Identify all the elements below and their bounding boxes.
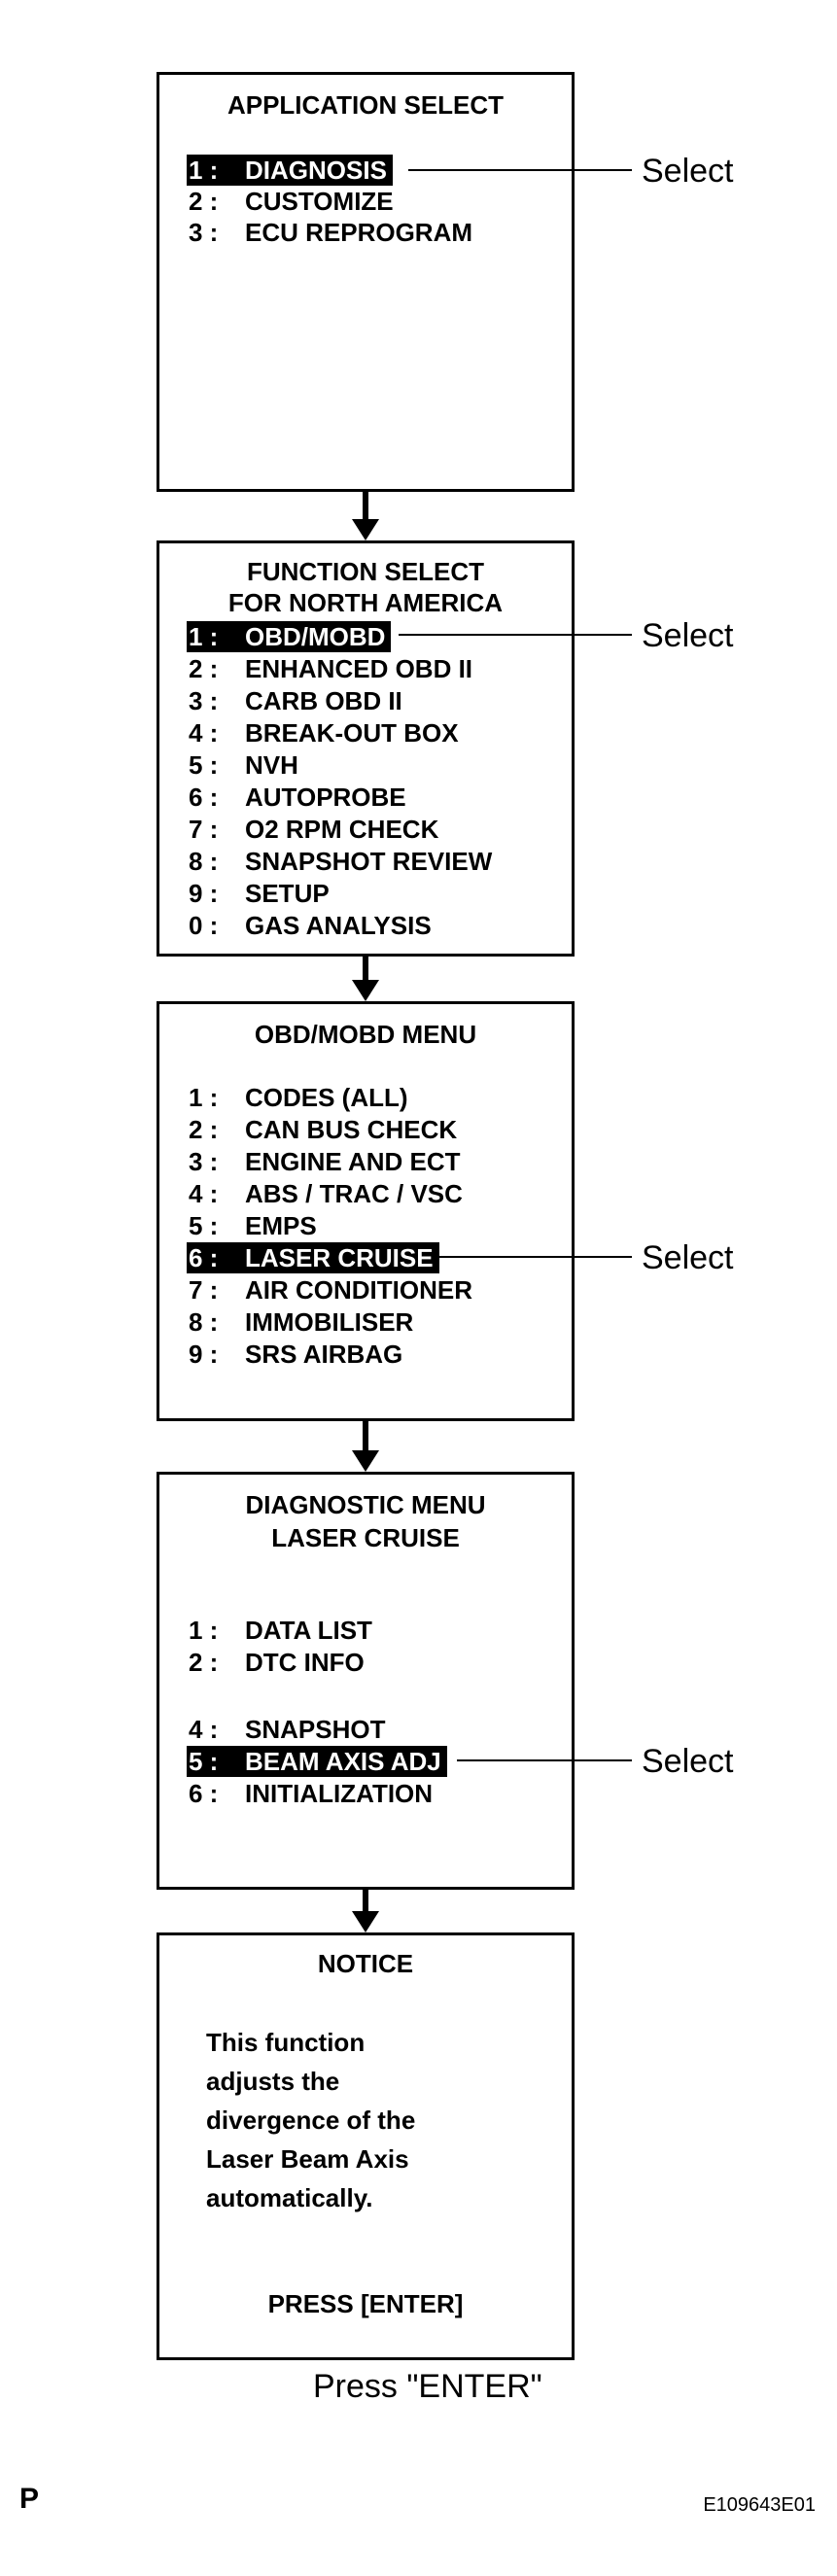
- menu-item-diagnosis[interactable]: 1 :DIAGNOSIS: [187, 155, 393, 186]
- diagnostic-menu-title: DIAGNOSTIC MENU: [245, 1490, 486, 1519]
- menu-item-carb-obd[interactable]: 3 :CARB OBD II: [189, 686, 402, 715]
- notice-screen: NOTICE This function adjusts the diverge…: [157, 1932, 575, 2360]
- obd-mobd-menu-title: OBD/MOBD MENU: [254, 1020, 477, 1049]
- notice-line: automatically.: [206, 2183, 373, 2212]
- application-select-title: APPLICATION SELECT: [227, 90, 505, 120]
- figure-code: E109643E01: [703, 2494, 816, 2516]
- menu-item-initialization[interactable]: 6 :INITIALIZATION: [189, 1779, 434, 1808]
- menu-item-codes-all[interactable]: 1 :CODES (ALL): [189, 1083, 408, 1112]
- menu-item-break-out-box[interactable]: 4 :BREAK-OUT BOX: [189, 718, 459, 748]
- menu-item-emps[interactable]: 5 :EMPS: [189, 1211, 317, 1240]
- p-mark: P: [19, 2483, 40, 2515]
- down-arrow-icon: [352, 1421, 379, 1472]
- menu-item-beam-axis-adj[interactable]: 5 :BEAM AXIS ADJ: [187, 1746, 447, 1777]
- function-select-screen: FUNCTION SELECT FOR NORTH AMERICA 1 :OBD…: [157, 540, 575, 957]
- menu-item-o2-rpm-check[interactable]: 7 :O2 RPM CHECK: [189, 815, 439, 844]
- select-leader-line: [437, 1256, 632, 1258]
- obd-mobd-menu-screen: OBD/MOBD MENU 1 :CODES (ALL) 2 :CAN BUS …: [157, 1001, 575, 1421]
- menu-item-customize[interactable]: 2 :CUSTOMIZE: [189, 187, 394, 216]
- notice-line: Laser Beam Axis: [206, 2144, 409, 2174]
- notice-line: This function: [206, 2028, 366, 2057]
- down-arrow-icon: [352, 1890, 379, 1932]
- menu-item-setup[interactable]: 9 :SETUP: [189, 879, 330, 908]
- notice-line: divergence of the: [206, 2106, 416, 2135]
- menu-item-abs-trac-vsc[interactable]: 4 :ABS / TRAC / VSC: [189, 1179, 463, 1208]
- menu-item-dtc-info[interactable]: 2 :DTC INFO: [189, 1648, 365, 1677]
- notice-title: NOTICE: [317, 1949, 414, 1978]
- menu-item-can-bus-check[interactable]: 2 :CAN BUS CHECK: [189, 1115, 458, 1144]
- select-callout-label: Select: [642, 617, 734, 654]
- menu-item-snapshot[interactable]: 4 :SNAPSHOT: [189, 1715, 386, 1744]
- select-callout-label: Select: [642, 153, 734, 190]
- diagnostic-menu-subtitle: LASER CRUISE: [271, 1523, 460, 1552]
- notice-line: adjusts the: [206, 2067, 340, 2096]
- down-arrow-icon: [352, 957, 379, 1001]
- select-leader-line: [399, 634, 632, 636]
- function-select-title: FUNCTION SELECT: [246, 557, 485, 586]
- select-callout-label: Select: [642, 1239, 734, 1276]
- diagnostic-menu-screen: DIAGNOSTIC MENU LASER CRUISE 1 :DATA LIS…: [157, 1472, 575, 1890]
- menu-item-gas-analysis[interactable]: 0 :GAS ANALYSIS: [189, 911, 432, 940]
- select-leader-line: [457, 1759, 632, 1761]
- press-enter-caption: Press "ENTER": [313, 2368, 542, 2405]
- menu-item-srs-airbag[interactable]: 9 :SRS AIRBAG: [189, 1340, 403, 1369]
- menu-item-data-list[interactable]: 1 :DATA LIST: [189, 1616, 372, 1645]
- select-callout-label: Select: [642, 1743, 734, 1780]
- menu-item-nvh[interactable]: 5 :NVH: [189, 750, 298, 780]
- press-enter-prompt[interactable]: PRESS [ENTER]: [267, 2289, 464, 2318]
- menu-item-obd-mobd[interactable]: 1 :OBD/MOBD: [187, 621, 392, 652]
- menu-item-enhanced-obd[interactable]: 2 :ENHANCED OBD II: [189, 654, 473, 683]
- down-arrow-icon: [352, 492, 379, 540]
- menu-item-laser-cruise[interactable]: 6 :LASER CRUISE: [187, 1242, 439, 1273]
- menu-item-immobiliser[interactable]: 8 :IMMOBILISER: [189, 1307, 414, 1337]
- menu-item-snapshot-review[interactable]: 8 :SNAPSHOT REVIEW: [189, 847, 493, 876]
- menu-item-engine-and-ect[interactable]: 3 :ENGINE AND ECT: [189, 1147, 461, 1176]
- application-select-screen: APPLICATION SELECT 1 :DIAGNOSIS 2 :CUSTO…: [157, 72, 575, 492]
- select-leader-line: [408, 169, 632, 171]
- menu-item-ecu-reprogram[interactable]: 3 :ECU REPROGRAM: [189, 218, 473, 247]
- menu-item-autoprobe[interactable]: 6 :AUTOPROBE: [189, 783, 406, 812]
- function-select-subtitle: FOR NORTH AMERICA: [227, 588, 504, 617]
- menu-item-air-conditioner[interactable]: 7 :AIR CONDITIONER: [189, 1275, 472, 1305]
